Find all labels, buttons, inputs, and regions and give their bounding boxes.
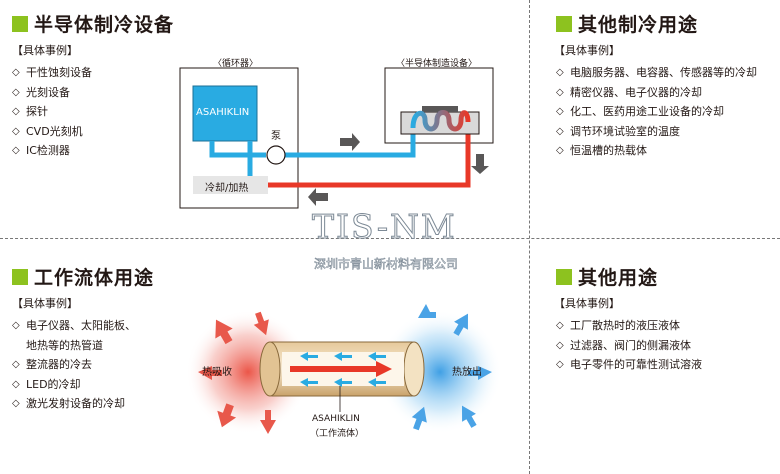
fluid-name-label: ASAHIKLIN [312,414,360,424]
green-square-icon [556,15,572,32]
list-item: 光刻设备 [12,83,92,103]
working-fluid-subtitle: 【具体事例】 [12,297,78,310]
tube-end-right [403,341,425,397]
return-flow-arrows [300,352,386,387]
other-uses-subtitle: 【具体事例】 [554,297,620,310]
heat-absorb-glow [186,310,310,434]
heat-release-label: 热放出 [452,367,482,378]
other-uses-list: 工厂散热时的液压液体 过滤器、阀门的侧漏液体 电子零件的可靠性测试溶液 [556,316,702,375]
flow-arrow-down [471,154,489,174]
cold-pipe-2 [285,128,416,158]
list-item-continued: 地热等的热管道 [26,338,103,352]
green-square-icon [12,268,28,285]
list-item: 激光发射设备的冷却 [12,394,136,414]
flow-arrow-right [340,133,360,151]
pump-label: 泵 [271,131,281,142]
vertical-divider [529,0,530,474]
list-item: 恒温槽的热载体 [556,141,757,161]
vapor-flow-arrow [290,361,392,377]
list-item: 干性蚀刻设备 [12,63,92,83]
other-refrigeration-heading: 其他制冷用途 [556,10,698,37]
heat-absorb-label: 热吸收 [202,367,232,378]
wafer-plate [422,106,458,112]
watermark-logo: TIS-NM [312,207,457,247]
cool-heat-label: 冷却/加热 [205,183,249,194]
other-uses-title: 其他用途 [578,267,659,289]
coil-pipe [410,110,471,132]
list-item: 电脑服务器、电容器、传感器等的冷却 [556,63,757,83]
list-item: 工厂散热时的液压液体 [556,316,702,336]
heat-out-arrows [411,304,492,431]
flow-arrow-left [308,188,328,206]
other-refrigeration-list: 电脑服务器、电容器、传感器等的冷却 精密仪器、电子仪器的冷却 化工、医药用途工业… [556,63,757,161]
brand-label: ASAHIKLIN [196,107,250,118]
other-refrigeration-subtitle: 【具体事例】 [554,44,620,57]
semiconductor-list: 干性蚀刻设备 光刻设备 探针 CVD光刻机 IC检测器 [12,63,92,161]
list-item: CVD光刻机 [12,122,92,142]
heat-release-glow [378,310,502,434]
hot-pipe [268,122,471,188]
cool-heat-unit [193,176,268,194]
working-fluid-title: 工作流体用途 [34,267,155,289]
list-item: 电子仪器、太阳能板、 [12,316,136,336]
list-item: 过滤器、阀门的侧漏液体 [556,336,702,356]
equipment-caption: 〈半导体制造设备〉 [396,59,478,69]
other-refrigeration-title: 其他制冷用途 [578,14,699,36]
tube-end-left [259,341,281,397]
fluid-caption-label: （工作流体） [310,429,365,439]
list-item: 化工、医药用途工业设备的冷却 [556,102,757,122]
list-item: LED的冷却 [12,375,136,395]
list-item: 精密仪器、电子仪器的冷却 [556,83,757,103]
list-item: IC检测器 [12,141,92,161]
working-fluid-heading: 工作流体用途 [12,263,154,290]
watermark-company: 深圳市青山新材料有限公司 [314,257,459,272]
working-fluid-list: 电子仪器、太阳能板、 地热等的热管道 整流器的冷去 LED的冷却 激光发射设备的… [12,316,136,414]
semiconductor-title: 半导体制冷设备 [34,14,175,36]
fluid-tank [192,85,258,142]
semiconductor-subtitle: 【具体事例】 [12,44,78,57]
list-item: 调节环境试验室的温度 [556,122,757,142]
list-item: 整流器的冷去 [12,355,136,375]
semiconductor-heading: 半导体制冷设备 [12,10,174,37]
circulator-caption: 〈循环器〉 [213,59,259,69]
green-square-icon [12,15,28,32]
heat-in-arrows [198,311,276,434]
list-item: 电子零件的可靠性测试溶液 [556,355,702,375]
list-item: 探针 [12,102,92,122]
horizontal-divider [0,238,780,239]
green-square-icon [556,268,572,285]
pump-icon [266,145,286,165]
other-uses-heading: 其他用途 [556,263,658,290]
